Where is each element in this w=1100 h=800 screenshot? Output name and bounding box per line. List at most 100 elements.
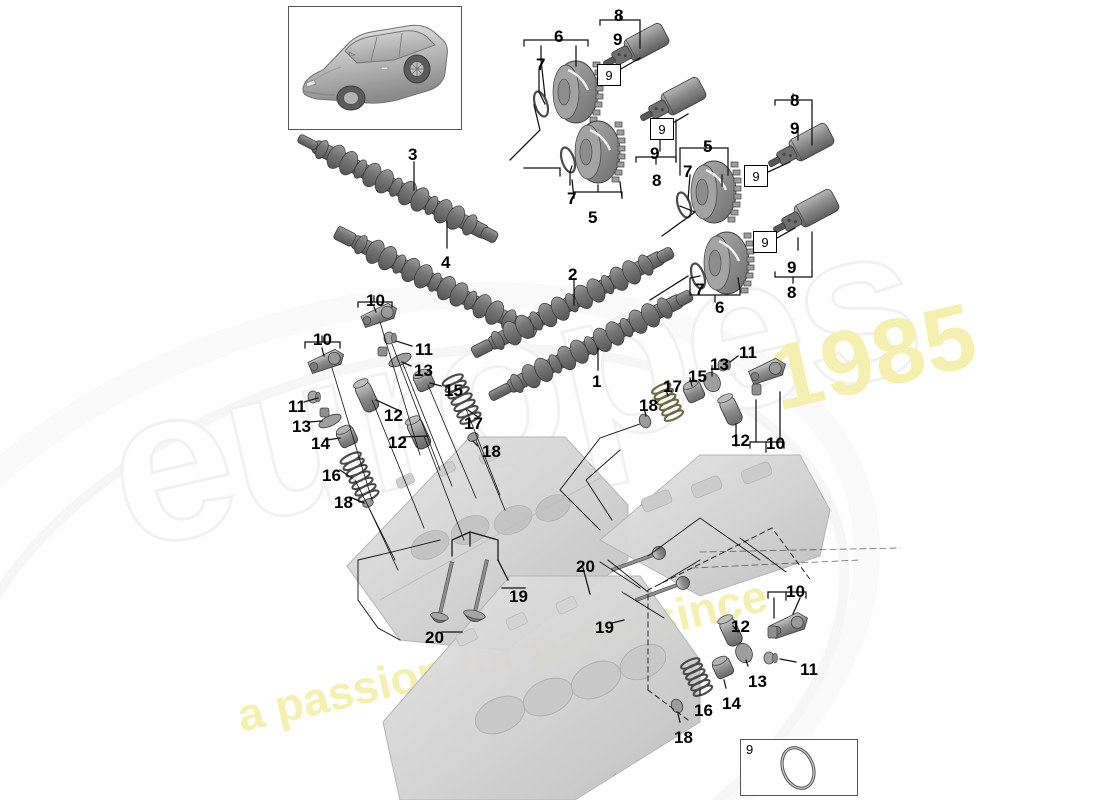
camshaft-2: [470, 247, 675, 358]
callout-number-8[interactable]: 8: [790, 91, 800, 110]
callout-number-18[interactable]: 18: [674, 728, 693, 747]
boxed-callout-number-9[interactable]: 9: [744, 165, 768, 187]
spring-retainer-13d: [735, 642, 753, 664]
callout-number-5[interactable]: 5: [703, 137, 713, 156]
cayenne-suv-illustration-icon: [302, 24, 448, 111]
spring-seat-14a: [335, 424, 359, 449]
intake-valve-19b: [635, 575, 690, 602]
callout-number-13[interactable]: 13: [414, 361, 433, 380]
retaining-clip-11d: [763, 651, 778, 665]
exhaust-valve-20b: [611, 545, 666, 572]
callout-number-12[interactable]: 12: [388, 433, 407, 452]
retaining-clip-11a: [383, 331, 397, 345]
solenoid-valve-8d: [773, 189, 840, 233]
valve-spring-17a: [441, 373, 482, 425]
callout-number-10[interactable]: 10: [766, 434, 785, 453]
seal-ring-inset: 9: [740, 739, 858, 796]
camshaft-adjuster-6a: [552, 60, 604, 124]
sealing-ring-7a: [532, 90, 550, 118]
callout-number-12[interactable]: 12: [731, 617, 750, 636]
valve-spring-16b: [680, 657, 714, 697]
shim-a: [377, 346, 388, 357]
callout-number-6[interactable]: 6: [554, 27, 564, 46]
callout-number-7[interactable]: 7: [683, 162, 693, 181]
solenoid-valve-8b: [640, 77, 707, 121]
callout-number-8[interactable]: 8: [614, 6, 624, 25]
callout-number-9[interactable]: 9: [613, 30, 623, 49]
callout-number-11[interactable]: 11: [288, 397, 306, 416]
callout-number-7[interactable]: 7: [567, 189, 577, 208]
boxed-callout-number-9[interactable]: 9: [597, 64, 621, 86]
intake-valve-19a: [462, 559, 489, 622]
spring-retainer-13a: [388, 352, 412, 368]
callout-number-17[interactable]: 17: [663, 377, 682, 396]
callout-number-7[interactable]: 7: [536, 55, 546, 74]
rocker-arm-10b: [307, 348, 345, 375]
callout-number-1[interactable]: 1: [592, 372, 602, 391]
callout-number-6[interactable]: 6: [715, 298, 725, 317]
sealing-ring-7b: [559, 146, 577, 174]
hydraulic-lifter-12a: [352, 378, 380, 413]
hydraulic-lifter-12c: [717, 393, 743, 426]
spring-seat-14b: [711, 655, 735, 680]
callout-number-16[interactable]: 16: [322, 466, 341, 485]
callout-number-8[interactable]: 8: [652, 171, 662, 190]
callout-number-12[interactable]: 12: [384, 406, 403, 425]
callout-number-18[interactable]: 18: [639, 396, 658, 415]
callout-number-2[interactable]: 2: [568, 265, 578, 284]
callout-number-16[interactable]: 16: [694, 701, 713, 720]
cylinder-head-right: [599, 454, 831, 597]
shim-b: [319, 407, 330, 418]
callout-number-3[interactable]: 3: [408, 145, 418, 164]
callout-number-14[interactable]: 14: [722, 694, 741, 713]
camshaft-adjuster-5b: [690, 160, 742, 224]
callout-number-10[interactable]: 10: [366, 291, 385, 310]
callout-number-11[interactable]: 11: [415, 340, 433, 359]
hydraulic-lifter-12d: [717, 614, 743, 647]
callout-number-15[interactable]: 15: [444, 381, 463, 400]
callout-number-18[interactable]: 18: [334, 493, 353, 512]
shim-d: [767, 625, 778, 639]
valve-spring-retainer-15a: [412, 368, 436, 393]
callout-number-4[interactable]: 4: [441, 253, 451, 272]
callout-number-13[interactable]: 13: [710, 355, 729, 374]
boxed-callout-number-9[interactable]: 9: [650, 118, 674, 140]
callout-number-20[interactable]: 20: [576, 557, 595, 576]
callout-number-9[interactable]: 9: [787, 258, 797, 277]
callout-number-11[interactable]: 11: [800, 660, 818, 679]
exhaust-valve-20a: [429, 561, 454, 623]
valve-stem-seal-18c: [638, 413, 652, 429]
callout-number-10[interactable]: 10: [786, 582, 805, 601]
callout-number-18[interactable]: 18: [482, 442, 501, 461]
camshaft-1: [488, 290, 694, 401]
retaining-clip-11c: [717, 358, 731, 372]
callout-number-14[interactable]: 14: [311, 434, 330, 453]
callout-number-7[interactable]: 7: [695, 280, 705, 299]
callout-number-5[interactable]: 5: [588, 208, 598, 227]
callout-number-17[interactable]: 17: [464, 414, 483, 433]
camshaft-3: [297, 134, 499, 243]
callout-number-11[interactable]: 11: [739, 343, 757, 362]
valve-spring-17b: [651, 382, 685, 422]
callout-number-19[interactable]: 19: [595, 618, 614, 637]
shim-c: [751, 383, 762, 396]
callout-number-13[interactable]: 13: [292, 417, 311, 436]
callout-number-20[interactable]: 20: [425, 628, 444, 647]
seal-ring-inset-label: 9: [746, 742, 754, 757]
callout-number-10[interactable]: 10: [313, 330, 332, 349]
callout-number-9[interactable]: 9: [790, 119, 800, 138]
callout-number-19[interactable]: 19: [509, 587, 528, 606]
boxed-callout-number-9[interactable]: 9: [753, 231, 777, 253]
valve-stem-seal-18a: [467, 432, 479, 442]
o-ring-seal-icon: [780, 746, 816, 790]
rocker-arm-10c: [748, 357, 786, 385]
callout-number-8[interactable]: 8: [787, 283, 797, 302]
callout-number-15[interactable]: 15: [688, 367, 707, 386]
hydraulic-lifter-12b: [404, 415, 432, 450]
callout-number-12[interactable]: 12: [731, 431, 750, 450]
callout-number-13[interactable]: 13: [748, 672, 767, 691]
camshaft-adjuster-5a: [574, 120, 626, 184]
callout-number-9[interactable]: 9: [650, 144, 660, 163]
